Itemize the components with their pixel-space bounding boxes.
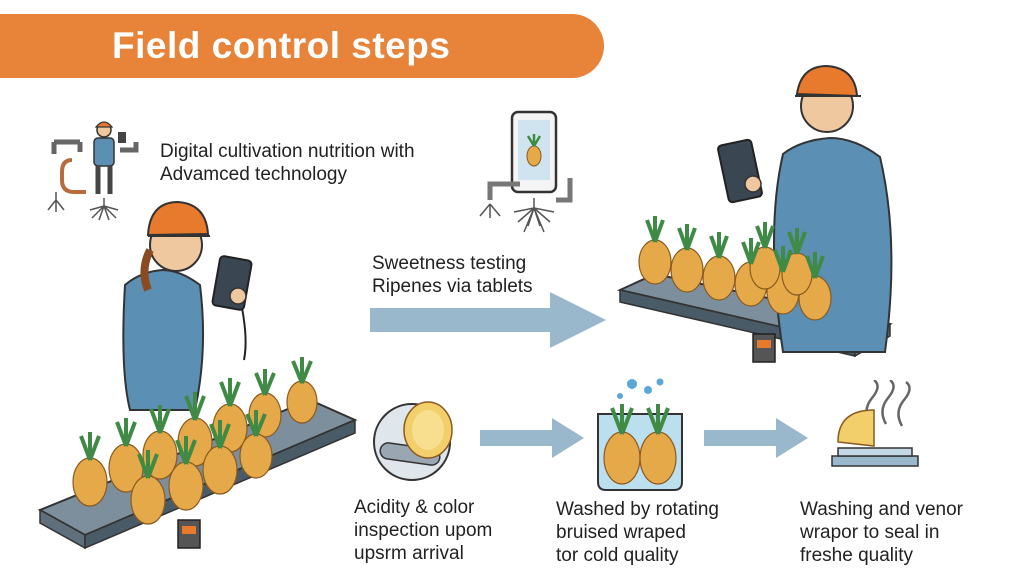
page-title: Field control steps [112,25,451,66]
sweetness-text: Sweetness testing Ripenes via tablets [372,252,533,298]
washing-tank-icon [597,378,683,491]
arrow-right-large [370,292,606,348]
sealing-line-1: Washing and venor [800,499,964,520]
sealed-pineapple-steam-icon [831,380,919,467]
title-banner: Field control steps [0,14,604,78]
acidity-line-1: Acidity & color [354,497,475,518]
roller-pineapple-icon [373,401,453,481]
irrigation-worker-icon [47,121,139,221]
sweetness-line-2: Ripenes via tablets [372,276,533,297]
digital-line-2: Advamced technology [160,164,347,185]
sealing-line-2: wrapor to seal in [800,522,940,543]
arrow-right-small-2 [704,418,808,458]
worker-conveyor-right [616,64,893,363]
digital-cultivation-text: Digital cultivation nutrition with Advam… [160,140,415,186]
sweetness-line-1: Sweetness testing [372,253,527,274]
tablet-pineapple-icon [479,110,573,233]
washed-line-3: tor cold quality [556,545,679,566]
acidity-text: Acidity & color inspection upom upsrm ar… [354,496,492,565]
sealing-text: Washing and venor wrapor to seal in fres… [800,498,963,567]
worker-conveyor-left [37,200,358,550]
arrow-right-small-1 [480,418,584,458]
washed-line-1: Washed by rotating [556,499,719,520]
digital-line-1: Digital cultivation nutrition with [160,141,415,162]
washed-text: Washed by rotating bruised wraped tor co… [556,498,719,567]
acidity-line-2: inspection upom [354,520,493,541]
sealing-line-3: freshe quality [800,545,914,566]
washed-line-2: bruised wraped [556,522,686,543]
acidity-line-3: upsrm arrival [354,543,464,564]
